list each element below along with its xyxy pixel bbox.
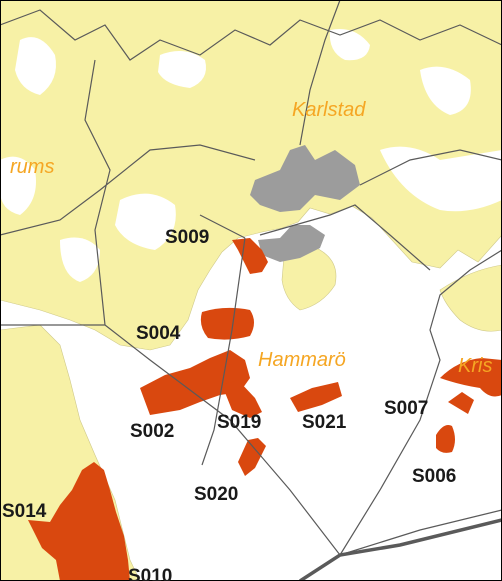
- urban-hammaro: [258, 225, 325, 262]
- protected-area-s002[interactable]: [140, 350, 250, 415]
- protected-area-s006[interactable]: [436, 425, 455, 453]
- lake-mid-3: [60, 237, 100, 282]
- place-label-karlstad: Karlstad: [292, 99, 366, 121]
- place-label-rums: rums: [10, 156, 55, 178]
- site-label-s002[interactable]: S002: [130, 421, 175, 442]
- site-label-s021[interactable]: S021: [302, 412, 347, 433]
- lake-north-4: [420, 66, 471, 115]
- place-label-kris: Kris: [458, 355, 493, 377]
- protected-area-s019[interactable]: [222, 380, 262, 418]
- lake-north-2: [158, 51, 206, 88]
- protected-area-s020[interactable]: [238, 438, 266, 476]
- site-label-s009[interactable]: S009: [165, 227, 210, 248]
- site-label-s010[interactable]: S010: [128, 566, 173, 581]
- protected-area-s009[interactable]: [232, 238, 268, 274]
- land-mainland-north: [0, 0, 502, 351]
- protected-area-s004[interactable]: [200, 307, 254, 340]
- protected-area-s021[interactable]: [290, 382, 342, 412]
- protected-area-s014[interactable]: [28, 462, 130, 581]
- urban-karlstad: [250, 145, 360, 212]
- site-label-s004[interactable]: S004: [136, 323, 181, 344]
- site-label-s020[interactable]: S020: [194, 484, 239, 505]
- lake-north-5: [0, 156, 36, 215]
- lake-north-3: [329, 29, 370, 61]
- highway: [299, 518, 502, 581]
- lake-north-1: [15, 37, 56, 95]
- protected-area-s007[interactable]: [440, 358, 502, 397]
- site-label-s007[interactable]: S007: [384, 398, 429, 419]
- lake-mid-1: [115, 193, 176, 250]
- site-label-s014[interactable]: S014: [2, 501, 47, 522]
- protected-area-s007-b[interactable]: [448, 392, 474, 414]
- place-label-hammaro: Hammarö: [258, 349, 346, 371]
- boundary-lines: [0, 0, 502, 556]
- site-label-s006[interactable]: S006: [412, 466, 457, 487]
- site-label-s019[interactable]: S019: [217, 412, 262, 433]
- lake-mid-2: [380, 146, 502, 212]
